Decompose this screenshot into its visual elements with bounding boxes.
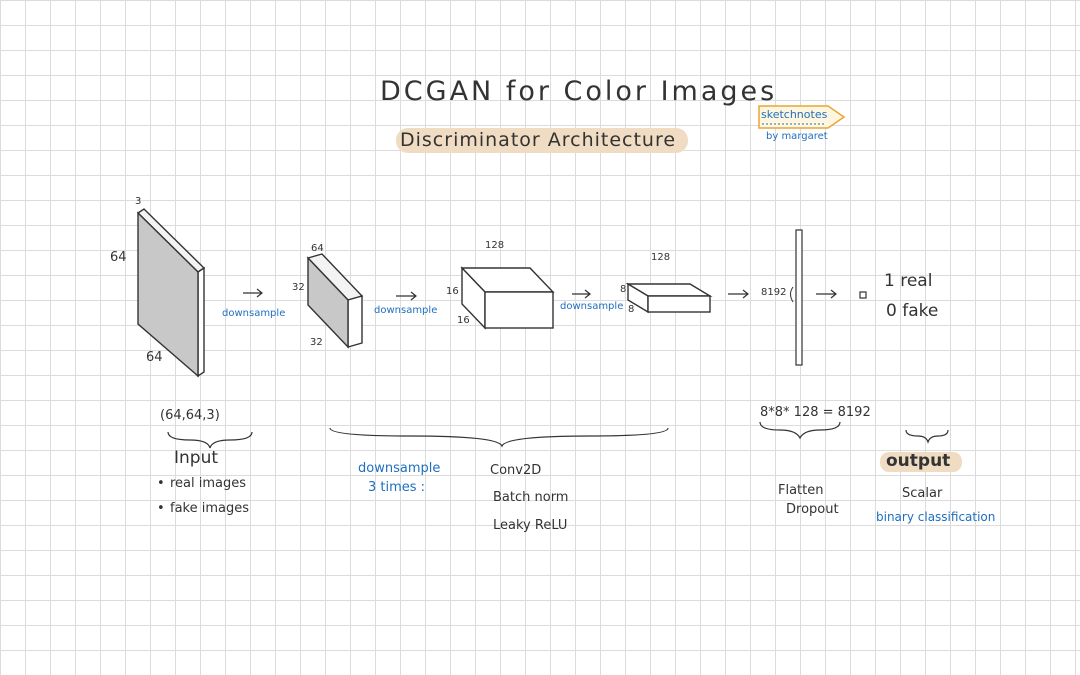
flatten-vector (790, 229, 803, 366)
output-heading: output (886, 451, 951, 471)
downsample-label-2: downsample (374, 305, 438, 316)
input-item-1: real images (170, 476, 247, 491)
badge-byline: by margaret (766, 131, 828, 142)
input-shape: (64,64,3) (160, 408, 220, 423)
block2-depth-label: 64 (311, 243, 324, 254)
sketchnotes-badge (758, 105, 846, 129)
page-subtitle: Discriminator Architecture (400, 129, 677, 151)
block3-width-label: 16 (457, 315, 470, 326)
arrow-4 (728, 289, 749, 299)
conv-block-4 (625, 282, 713, 314)
output-real-label: 1 real (884, 271, 933, 291)
input-item-bullet-1: • (157, 476, 165, 491)
output-highlight (880, 452, 962, 472)
output-note: binary classification (876, 510, 996, 524)
block3-depth-label: 128 (485, 240, 505, 251)
arrow-3 (572, 289, 591, 299)
page-title: DCGAN for Color Images (380, 76, 778, 107)
output-fake-label: 0 fake (886, 301, 939, 321)
output-node (859, 291, 867, 299)
badge-text: sketchnotes (761, 108, 828, 121)
flatten-item-2: Dropout (786, 502, 839, 517)
input-heading: Input (174, 448, 219, 468)
block3-height-label: 16 (446, 286, 459, 297)
middle-note: downsample (358, 461, 441, 476)
block2-height-label: 32 (292, 282, 305, 293)
layer-conv2d: Conv2D (490, 463, 542, 478)
block2-width-label: 32 (310, 337, 323, 348)
conv-block-2 (306, 253, 364, 349)
flatten-size-label: 8192 (761, 287, 787, 298)
brace-output (905, 429, 949, 444)
block4-depth-label: 128 (651, 252, 671, 263)
input-item-bullet-2: • (157, 501, 165, 516)
input-width-label: 64 (146, 350, 163, 365)
flow-arrows (243, 288, 837, 301)
arrow-2 (396, 291, 417, 301)
block4-width-label: 8 (628, 304, 635, 315)
brace-flatten (759, 421, 841, 440)
block4-height-label: 8 (620, 284, 627, 295)
output-kind: Scalar (902, 486, 943, 501)
conv-block-3 (460, 266, 555, 330)
middle-note-2: 3 times : (368, 480, 426, 495)
arrow-5 (816, 289, 837, 299)
input-item-2: fake images (170, 501, 250, 516)
flatten-item-1: Flatten (778, 483, 824, 498)
subtitle-highlight (396, 128, 688, 153)
input-depth-label: 3 (135, 196, 142, 207)
downsample-label-3: downsample (560, 301, 624, 312)
brace-middle (329, 427, 669, 448)
input-block (136, 208, 206, 378)
flatten-formula: 8*8* 128 = 8192 (760, 405, 871, 420)
brace-input (167, 431, 253, 449)
layer-batchnorm: Batch norm (493, 490, 569, 505)
downsample-label-1: downsample (222, 308, 286, 319)
layer-leakyrelu: Leaky ReLU (493, 518, 568, 533)
arrow-1 (243, 288, 263, 298)
input-height-label: 64 (110, 250, 127, 265)
braces (167, 421, 949, 449)
